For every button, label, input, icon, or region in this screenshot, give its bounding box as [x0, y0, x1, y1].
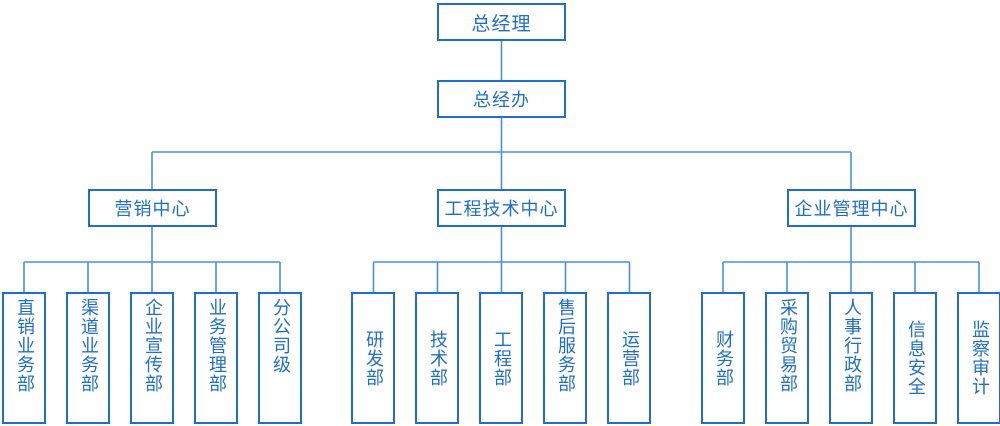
node-label: 人事行政部 — [841, 298, 862, 393]
node-corporate-publicity-department[interactable]: 企业宣传部 — [130, 292, 174, 424]
node-label: 渠道业务部 — [78, 298, 99, 393]
node-information-security[interactable]: 信息安全 — [893, 292, 937, 424]
node-finance-department[interactable]: 财务部 — [701, 292, 745, 424]
node-after-sales-service-department[interactable]: 售后服务部 — [543, 292, 587, 424]
node-label: 监察审计 — [969, 320, 990, 396]
node-engineering-technology-center[interactable]: 工程技术中心 — [437, 189, 566, 227]
node-label: 研发部 — [363, 329, 384, 387]
node-label: 工程技术中心 — [444, 199, 559, 220]
node-label: 售后服务部 — [555, 298, 576, 393]
node-label: 企业宣传部 — [142, 298, 163, 393]
node-label: 总经理 — [471, 12, 532, 35]
node-rnd-department[interactable]: 研发部 — [351, 292, 395, 424]
node-label: 运营部 — [619, 329, 640, 387]
node-procurement-trade-department[interactable]: 采购贸易部 — [765, 292, 809, 424]
node-label: 技术部 — [427, 329, 448, 387]
node-business-management-department[interactable]: 业务管理部 — [194, 292, 238, 424]
node-technology-department[interactable]: 技术部 — [415, 292, 459, 424]
node-marketing-center[interactable]: 营销中心 — [88, 189, 217, 227]
node-label: 企业管理中心 — [794, 199, 909, 220]
node-supervision-audit[interactable]: 监察审计 — [957, 292, 1000, 424]
node-label: 采购贸易部 — [777, 298, 798, 393]
node-label: 总经办 — [473, 90, 530, 111]
node-label: 信息安全 — [905, 320, 926, 396]
node-enterprise-management-center[interactable]: 企业管理中心 — [787, 189, 916, 227]
node-label: 直销业务部 — [14, 298, 35, 393]
node-human-resources-administration-department[interactable]: 人事行政部 — [829, 292, 873, 424]
node-label: 工程部 — [491, 329, 512, 387]
node-channel-sales-department[interactable]: 渠道业务部 — [66, 292, 110, 424]
node-label: 业务管理部 — [206, 298, 227, 393]
node-label: 营销中心 — [114, 199, 191, 220]
node-engineering-department[interactable]: 工程部 — [479, 292, 523, 424]
node-direct-sales-department[interactable]: 直销业务部 — [2, 292, 46, 424]
node-general-manager-office[interactable]: 总经办 — [437, 80, 566, 118]
node-branch-company-level[interactable]: 分公司级 — [258, 292, 302, 424]
node-operations-department[interactable]: 运营部 — [607, 292, 651, 424]
node-label: 分公司级 — [270, 298, 291, 374]
node-label: 财务部 — [713, 329, 734, 387]
node-general-manager[interactable]: 总经理 — [437, 3, 566, 41]
